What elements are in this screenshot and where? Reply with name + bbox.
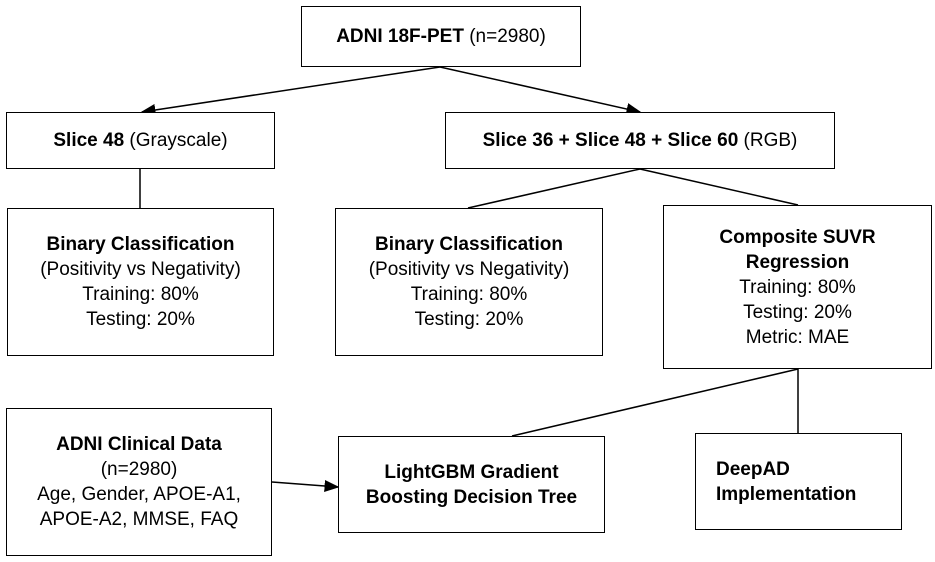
node-binary-mid-line: Training: 80% xyxy=(410,284,528,305)
edge-clinical-to-lightgbm xyxy=(271,479,340,492)
node-lightgbm-line1: LightGBM Gradient xyxy=(384,461,559,483)
node-binary-left-title: Binary Classification xyxy=(46,234,235,255)
node-slice48-bold: Slice 48 xyxy=(53,130,125,151)
edge-root-to-slice-rgb xyxy=(439,66,642,115)
node-slice-rgb-bold: Slice 36 + Slice 48 + Slice 60 xyxy=(482,130,739,151)
node-deepad-line2: Implementation xyxy=(716,483,857,505)
node-binary-mid-line: Testing: 20% xyxy=(414,309,524,330)
node-clinical-title: ADNI Clinical Data xyxy=(56,434,222,455)
node-suvr-line: Testing: 20% xyxy=(743,301,852,323)
node-binary-left-line: (Positivity vs Negativity) xyxy=(40,259,241,280)
node-suvr-line: Metric: MAE xyxy=(745,326,850,348)
node-suvr-title-line2: Regression xyxy=(745,251,850,273)
node-slice48-mode: (Grayscale) xyxy=(124,130,228,151)
node-lightgbm-line2: Boosting Decision Tree xyxy=(365,486,578,508)
node-adni-pet-bold: ADNI 18F-PET xyxy=(336,26,464,47)
node-suvr-regression: Composite SUVR Regression Training: 80% … xyxy=(663,205,932,369)
node-suvr-line: Training: 80% xyxy=(739,276,856,298)
node-deepad: DeepAD Implementation xyxy=(695,433,902,530)
node-binary-classification-mid: Binary Classification (Positivity vs Neg… xyxy=(335,208,603,356)
edge-suvr-to-lightgbm xyxy=(511,368,799,437)
node-binary-left-line: Testing: 20% xyxy=(86,309,195,330)
edge-slice-rgb-to-suvr xyxy=(639,168,799,206)
edge-slice-rgb-to-binary-mid xyxy=(467,168,641,209)
node-lightgbm: LightGBM Gradient Boosting Decision Tree xyxy=(338,436,605,533)
node-clinical-line: APOE-A2, MMSE, FAQ xyxy=(39,509,239,530)
node-slice48: Slice 48 (Grayscale) xyxy=(6,112,275,169)
node-binary-mid-title: Binary Classification xyxy=(375,234,563,255)
node-slice-rgb-mode: (RGB) xyxy=(738,130,798,151)
edge-root-to-slice48 xyxy=(140,66,441,116)
node-slice-rgb: Slice 36 + Slice 48 + Slice 60 (RGB) xyxy=(445,112,835,169)
node-adni-pet: ADNI 18F-PET (n=2980) xyxy=(301,6,581,67)
node-adni-clinical-data: ADNI Clinical Data (n=2980) Age, Gender,… xyxy=(6,408,272,556)
node-binary-classification-left: Binary Classification (Positivity vs Neg… xyxy=(7,208,274,356)
node-binary-left-line: Training: 80% xyxy=(82,284,199,305)
node-binary-mid-line: (Positivity vs Negativity) xyxy=(368,259,570,280)
node-clinical-line: Age, Gender, APOE-A1, xyxy=(37,484,241,505)
node-deepad-line1: DeepAD xyxy=(716,458,790,480)
node-adni-pet-count: (n=2980) xyxy=(463,26,546,47)
node-clinical-line: (n=2980) xyxy=(100,459,178,480)
node-suvr-title-line1: Composite SUVR xyxy=(719,226,876,248)
